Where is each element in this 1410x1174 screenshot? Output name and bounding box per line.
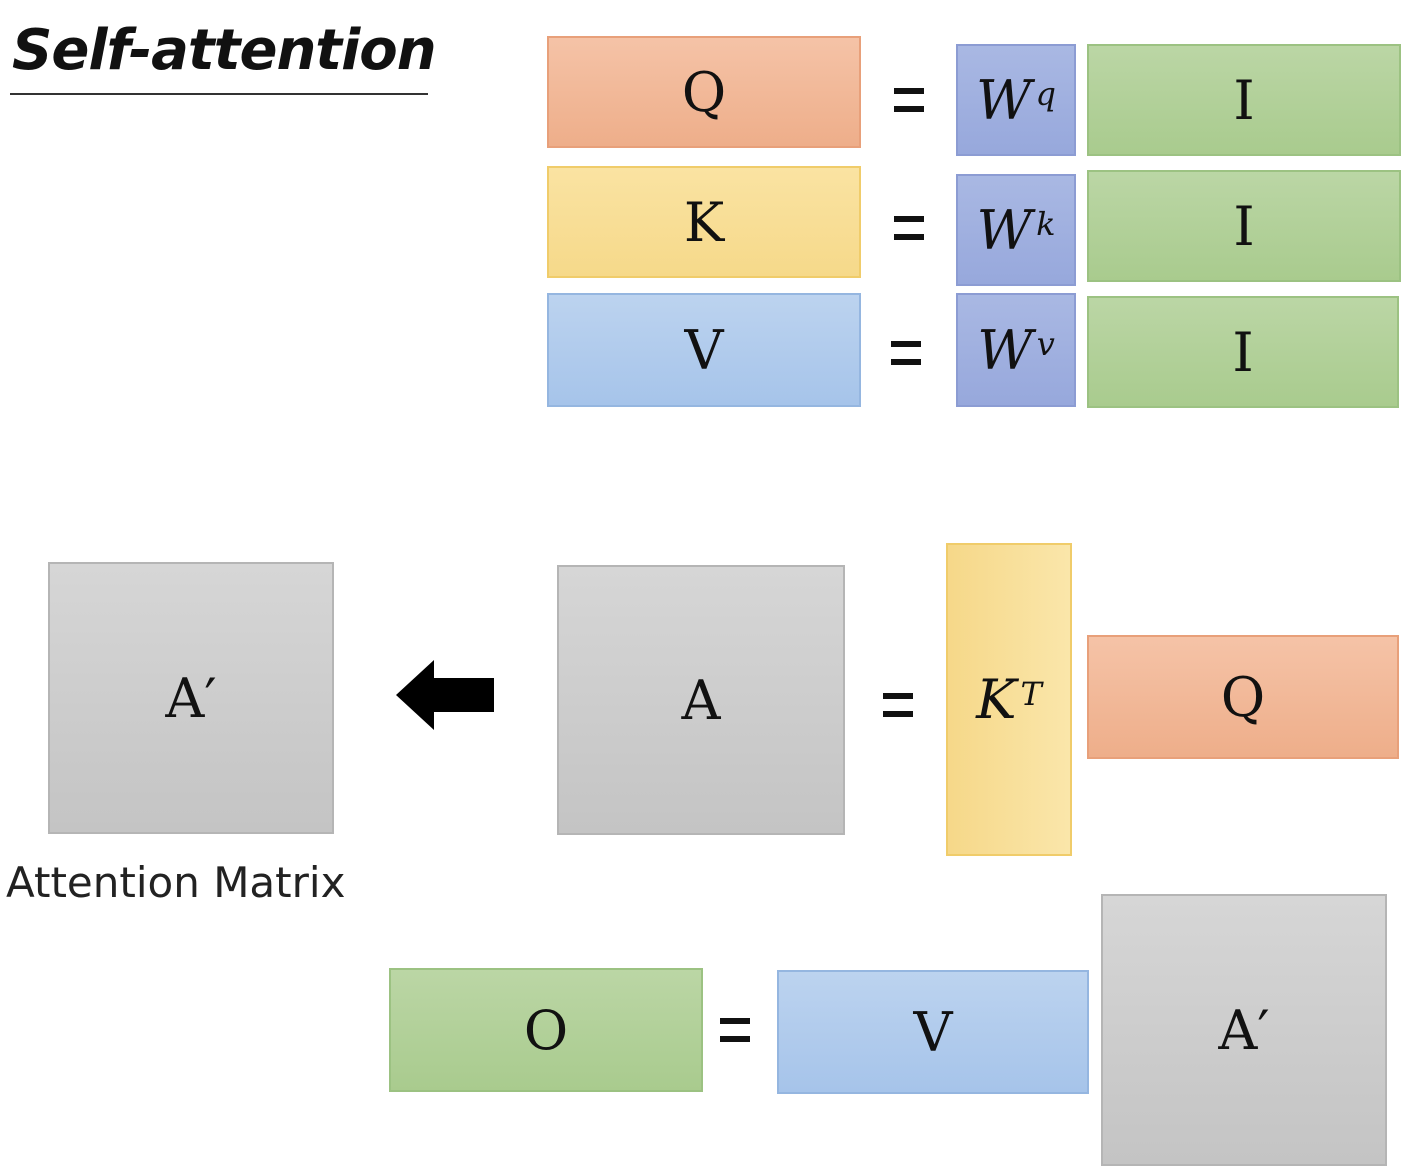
equals-sign-k [894,216,924,240]
q-matrix: Q [547,36,861,148]
equals-sign-q [894,88,924,112]
equals-sign-v [891,341,921,365]
input-matrix-v: I [1087,296,1399,408]
wk-base: W [976,198,1033,262]
q-matrix-attn: Q [1087,635,1399,759]
input-matrix-q: I [1087,44,1401,156]
wv-base: W [977,318,1033,382]
k-matrix: K [547,166,861,278]
wk-sup: k [1036,205,1056,243]
equals-sign-o [720,1018,750,1042]
wv-sup: v [1036,325,1055,363]
input-matrix-k: I [1087,170,1401,282]
v-matrix: V [547,293,861,407]
v-matrix-output: V [777,970,1089,1094]
diagram-title: Self-attention [12,18,437,83]
a-prime-matrix: A′ [48,562,334,834]
left-arrow-icon [396,660,494,730]
title-underline [10,93,428,95]
a-prime-matrix-output: A′ [1101,894,1387,1166]
a-matrix: A [557,565,845,835]
equals-sign-a [883,693,913,717]
wq-sup: q [1035,75,1056,113]
attention-matrix-caption: Attention Matrix [6,858,346,907]
kt-base: K [976,668,1017,731]
wq-base: W [976,68,1032,132]
kt-sup: T [1020,674,1042,713]
o-matrix: O [389,968,703,1092]
